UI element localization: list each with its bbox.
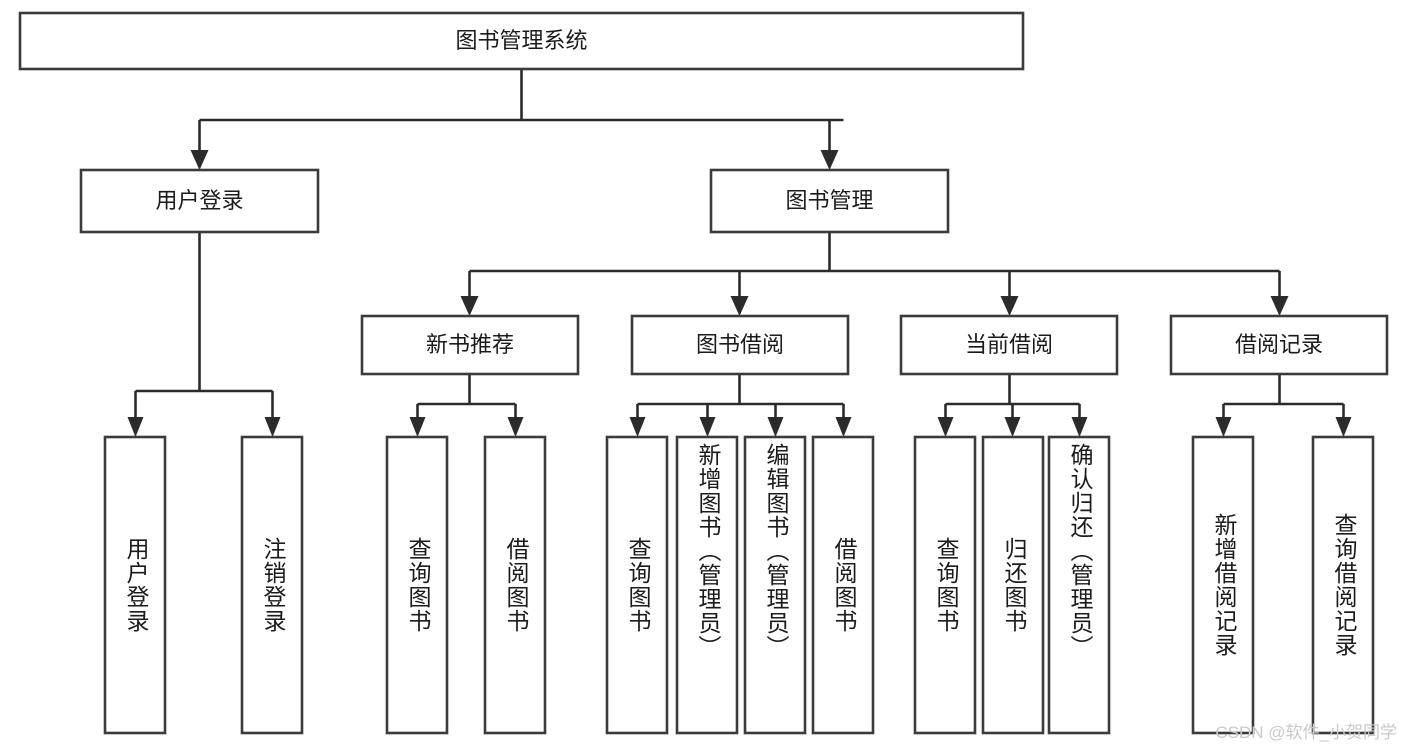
- node-leaf-add-borrow-record-box[interactable]: [1191, 435, 1255, 735]
- node-leaf-return-book-box[interactable]: [981, 435, 1045, 735]
- arrowhead-leaf-user-logout: [264, 417, 281, 437]
- node-borrow-record[interactable]: 借阅记录: [1169, 314, 1389, 376]
- arrowhead-leaf-query-book-cur: [937, 417, 954, 437]
- node-leaf-query-book-cur-box[interactable]: [913, 435, 977, 735]
- arrowhead-leaf-confirm-return-admin: [1071, 417, 1088, 437]
- arrowhead-leaf-user-login: [127, 417, 144, 437]
- arrowhead-new-book-recommend: [460, 296, 479, 316]
- node-user-login[interactable]: 用户登录: [79, 168, 320, 234]
- node-current-borrow-box[interactable]: [899, 314, 1119, 376]
- node-root[interactable]: 图书管理系统: [18, 11, 1025, 71]
- arrowhead-leaf-query-book-rec: [409, 417, 426, 437]
- node-root-box[interactable]: [18, 11, 1025, 71]
- arrowhead-leaf-add-book-admin: [699, 417, 716, 437]
- node-leaf-query-book-rec-box[interactable]: [385, 435, 449, 735]
- watermark: CSDN @软件_小贺同学: [1215, 723, 1397, 742]
- connector-group-new-book-recommend: [409, 374, 524, 437]
- arrowhead-leaf-query-borrow-record: [1335, 417, 1352, 437]
- node-new-book-recommend-label: 新书推荐: [426, 332, 514, 357]
- node-leaf-query-book-borrow-box[interactable]: [605, 435, 669, 735]
- node-leaf-query-borrow-record-box[interactable]: [1311, 435, 1375, 735]
- node-borrow-record-label: 借阅记录: [1235, 332, 1323, 357]
- node-leaf-edit-book-admin-box[interactable]: [743, 435, 807, 735]
- connector-group-user-login: [127, 232, 281, 437]
- node-user-login-label: 用户登录: [155, 188, 243, 213]
- node-current-borrow-label: 当前借阅: [965, 332, 1053, 357]
- node-new-book-recommend-box[interactable]: [360, 314, 580, 376]
- connector-group-borrow-record: [1215, 374, 1352, 437]
- arrowhead-leaf-add-borrow-record: [1215, 417, 1232, 437]
- node-book-manage[interactable]: 图书管理: [709, 168, 950, 234]
- node-leaf-confirm-return-admin-box[interactable]: [1047, 435, 1111, 735]
- node-book-manage-label: 图书管理: [785, 188, 873, 213]
- node-leaf-user-logout-box[interactable]: [240, 435, 304, 735]
- node-leaf-borrow-book-box[interactable]: [811, 435, 875, 735]
- node-book-borrow[interactable]: 图书借阅: [630, 314, 850, 376]
- node-leaf-borrow-book-rec-box[interactable]: [483, 435, 547, 735]
- arrowhead-book-borrow: [730, 296, 749, 316]
- node-new-book-recommend[interactable]: 新书推荐: [360, 314, 580, 376]
- arrowhead-current-borrow: [1000, 296, 1019, 316]
- arrowhead-book-manage: [820, 150, 839, 170]
- arrowhead-user-login: [190, 150, 209, 170]
- node-user-login-box[interactable]: [79, 168, 320, 234]
- connector-group-book-manage: [460, 232, 1289, 316]
- node-leaf-user-login-box[interactable]: [103, 435, 167, 735]
- node-book-borrow-box[interactable]: [630, 314, 850, 376]
- arrowhead-leaf-return-book: [1004, 417, 1021, 437]
- node-book-manage-box[interactable]: [709, 168, 950, 234]
- leaf-boxes: [103, 435, 1375, 735]
- node-leaf-add-book-admin-box[interactable]: [675, 435, 739, 735]
- node-book-borrow-label: 图书借阅: [696, 332, 784, 357]
- connector-group-book-borrow: [629, 374, 852, 437]
- arrowhead-borrow-record: [1270, 296, 1289, 316]
- arrowhead-leaf-query-book-borrow: [629, 417, 646, 437]
- connector-group-root: [190, 69, 844, 170]
- arrowhead-leaf-borrow-book: [835, 417, 852, 437]
- connector-group-current-borrow: [937, 374, 1088, 437]
- arrowhead-leaf-edit-book-admin: [767, 417, 784, 437]
- arrowhead-leaf-borrow-book-rec: [507, 417, 524, 437]
- node-root-label: 图书管理系统: [455, 28, 587, 53]
- node-borrow-record-box[interactable]: [1169, 314, 1389, 376]
- node-current-borrow[interactable]: 当前借阅: [899, 314, 1119, 376]
